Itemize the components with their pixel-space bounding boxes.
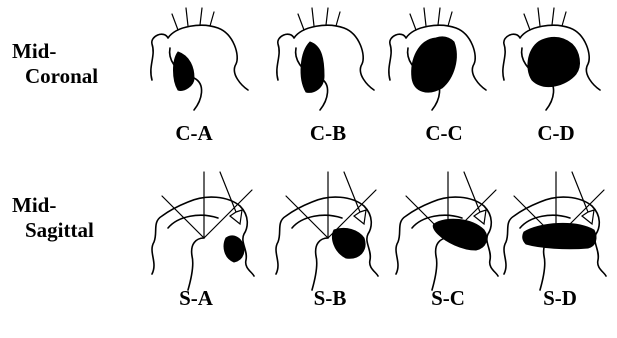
panel-c-d <box>503 8 600 110</box>
lesion-region <box>301 42 324 92</box>
sagittal-row-label-line1: Mid- <box>12 193 56 217</box>
panel-c-c <box>389 8 486 110</box>
sagittal-outline-shape <box>152 172 254 290</box>
lesion-region <box>412 37 457 92</box>
sagittal-outline-shape <box>276 172 378 290</box>
caption-s-d: S-D <box>543 286 577 310</box>
caption-s-b: S-B <box>314 286 347 310</box>
lesion-region <box>333 228 366 258</box>
coronal-outline-shape <box>277 8 374 110</box>
panel-c-a <box>151 8 248 110</box>
coronal-row-label-line1: Mid- <box>12 39 56 63</box>
lesion-region <box>224 236 244 262</box>
caption-c-d: C-D <box>537 121 574 145</box>
coronal-outline-shape <box>151 8 248 110</box>
coronal-row-label-line2: Coronal <box>25 64 98 88</box>
lesion-region <box>523 223 596 248</box>
caption-c-c: C-C <box>425 121 462 145</box>
caption-s-c: S-C <box>431 286 465 310</box>
panel-s-c <box>396 172 498 290</box>
lesion-region <box>528 37 580 86</box>
lesion-region <box>174 52 195 90</box>
caption-c-b: C-B <box>310 121 346 145</box>
lesion-region <box>433 219 487 250</box>
panel-c-b <box>277 8 374 110</box>
panel-s-b <box>276 172 378 290</box>
caption-s-a: S-A <box>179 286 214 310</box>
panel-s-d <box>504 172 606 290</box>
panel-s-a <box>152 172 254 290</box>
caption-c-a: C-A <box>175 121 213 145</box>
sagittal-row-label-line2: Sagittal <box>25 218 94 242</box>
